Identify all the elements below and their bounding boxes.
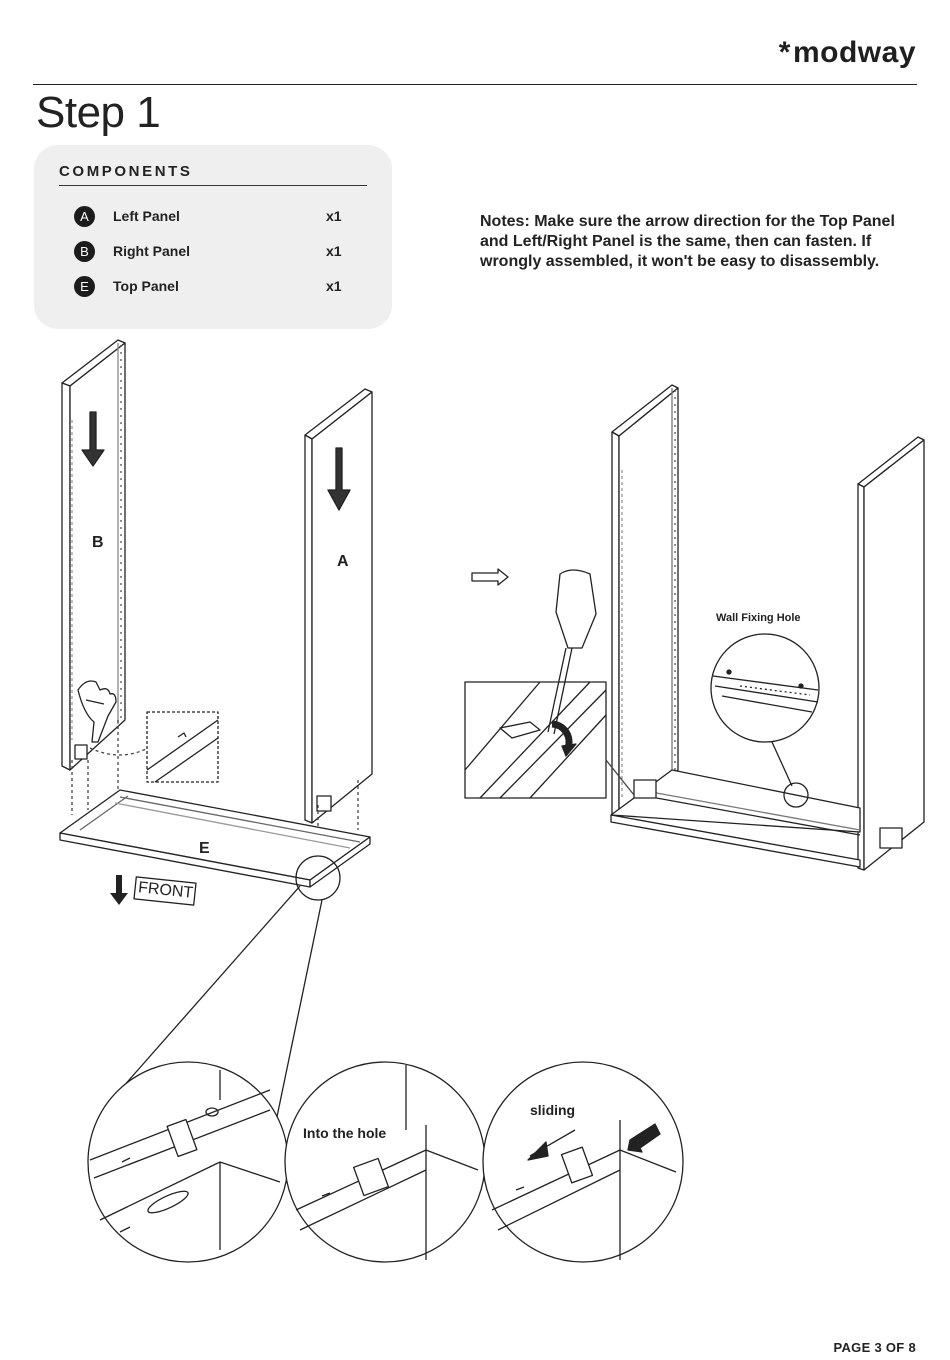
wall-fixing-hole-label: Wall Fixing Hole xyxy=(716,612,801,624)
assembled-cabinet-drawing xyxy=(611,385,924,870)
wall-fixing-hole-zoom xyxy=(711,634,819,786)
page-indicator: PAGE 3 OF 8 xyxy=(833,1340,916,1355)
zoom-circle-1 xyxy=(88,1062,288,1262)
panel-e-label: E xyxy=(199,840,210,857)
sliding-label: sliding xyxy=(530,1102,575,1118)
into-hole-label: Into the hole xyxy=(303,1125,386,1141)
zoom-circle-2 xyxy=(285,1062,485,1262)
panel-b-drawing xyxy=(62,340,125,770)
direction-arrow-icon xyxy=(472,569,508,585)
panel-a-drawing xyxy=(305,389,372,823)
screwdriver-detail-inset xyxy=(465,570,634,798)
panel-a-label: A xyxy=(337,553,349,570)
panel-b-label: B xyxy=(92,534,104,551)
zoom-circle-3 xyxy=(483,1062,683,1262)
slot-detail-inset xyxy=(147,712,218,782)
front-arrow-icon xyxy=(110,875,128,905)
